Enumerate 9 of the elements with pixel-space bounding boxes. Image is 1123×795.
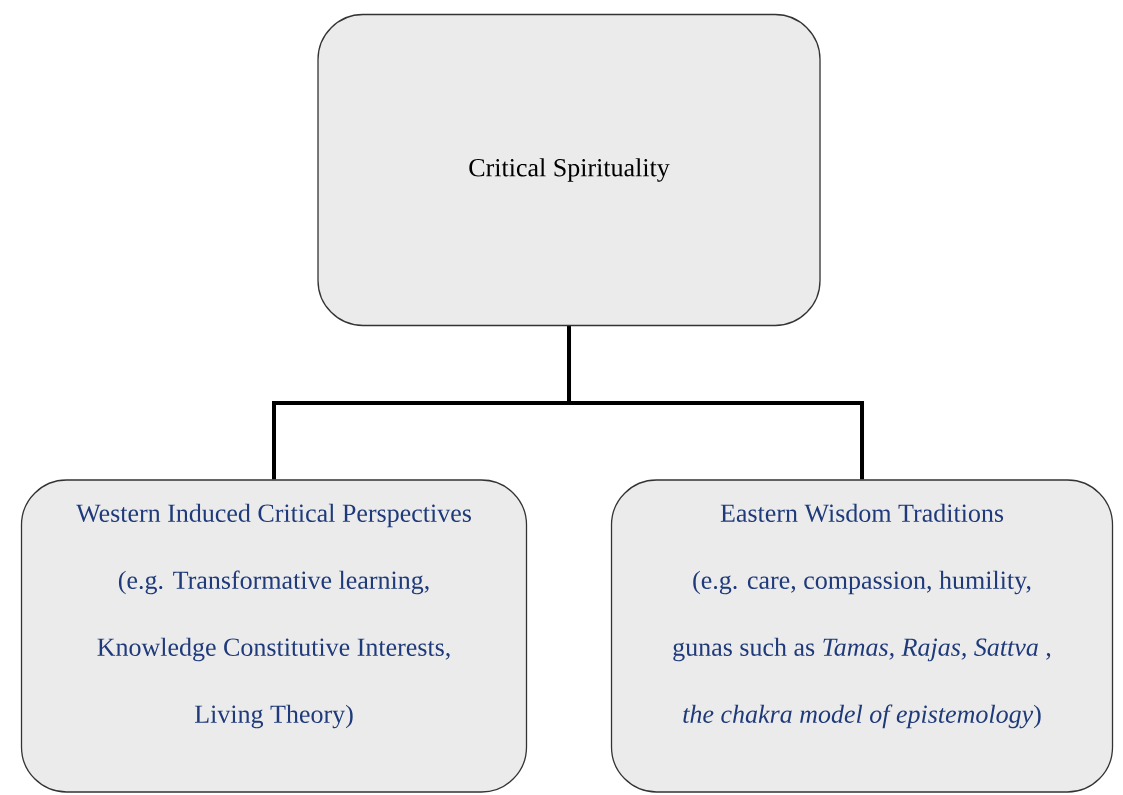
box-body: (e.g. care, compassion, humility, gunas such as Tamas, Rajas, Sattva , the chakra model of epistemology) bbox=[673, 570, 1051, 729]
connector-line bbox=[567, 326, 864, 480]
rounded-box bbox=[20, 479, 528, 793]
rounded-box bbox=[610, 479, 1114, 793]
rounded-box bbox=[317, 13, 821, 327]
box-text: Critical Spirituality bbox=[469, 158, 670, 182]
box-body: (e.g. Transformative learning, Knowledge Constitutive Interests, Living Theory) bbox=[97, 570, 450, 729]
box-heading: Western Induced Critical Perspectives bbox=[76, 503, 471, 528]
box-heading: Eastern Wisdom Traditions bbox=[720, 503, 1004, 523]
